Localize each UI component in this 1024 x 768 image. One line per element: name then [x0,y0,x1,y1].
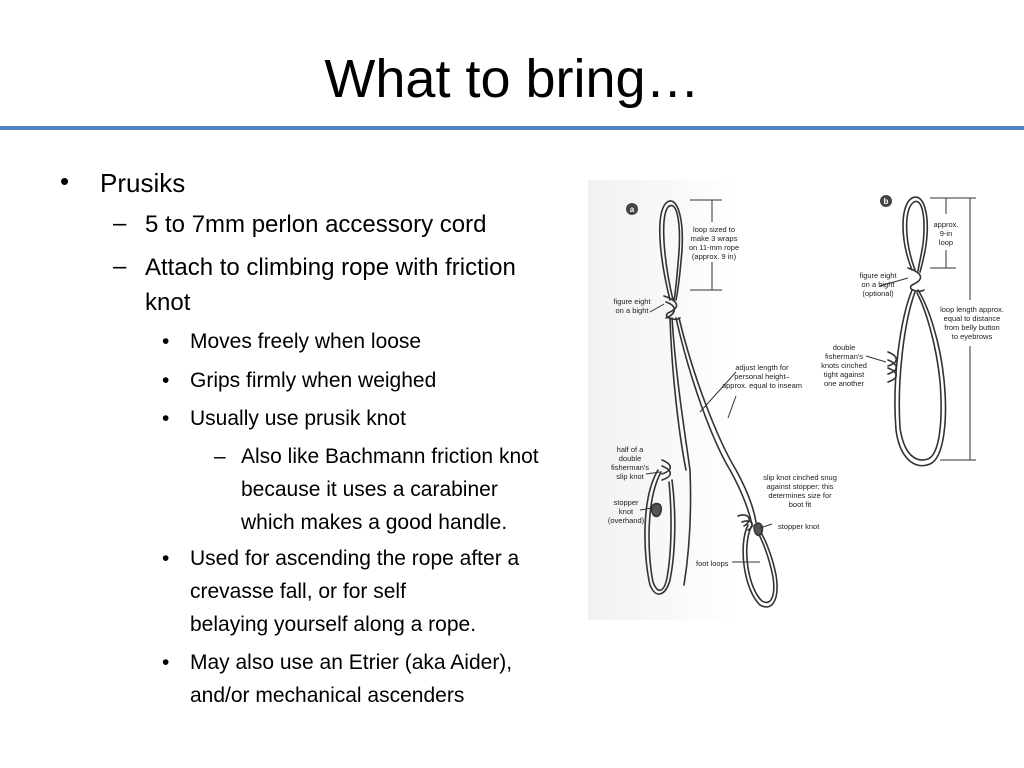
panel-a-slip-knot [661,459,672,481]
panel-a-strand-left-inner [669,317,687,471]
panel-b-label-double-4: tight against [824,370,865,379]
panel-a-label-fig8-1: figure eight [613,297,651,306]
bullet-etrier-line1: May also use an Etrier (aka Aider), [190,651,513,674]
panel-b-dimension [865,197,976,461]
panel-b-double-fisherman-knot [887,351,898,383]
diagram-panel-b [887,196,947,467]
bullet-ascend-line1: Used for ascending the rope after a [190,547,520,570]
panel-a-stopper-knot [650,502,663,518]
panel-a-label-adjust-1: adjust length for [735,363,789,372]
panel-b-label-double-5: one another [824,379,865,388]
title-divider [0,126,1024,130]
panel-a-label-half-2: double [619,454,642,463]
panel-b-label-fig8-1: figure eight [859,271,897,280]
panel-a-strand-right-inner [678,317,757,523]
bullet-marker: • [162,651,170,674]
panel-a-labels: a loop sized to make 3 wraps on 11-mm ro… [608,203,837,568]
bullet-marker: • [60,166,70,196]
panel-b-big-loop-inner [898,291,942,461]
panel-a-label-loop-sized-4: (approx. 9 in) [692,252,737,261]
panel-a-right-foot-loop [742,524,778,608]
panel-b-top-loop [902,196,929,273]
bullet-bachmann-line1: Also like Bachmann friction knot [241,445,539,468]
panel-a-label-half-1: half of a [617,445,645,454]
bullet-marker: • [162,369,170,392]
bullet-cord: 5 to 7mm perlon accessory cord [145,211,487,238]
bullet-attach-line2: knot [145,289,191,316]
bullet-marker: • [162,547,170,570]
panel-b-labels: b approx. 9-in loop figure eight on a bi… [821,195,1004,388]
panel-b-label-double-1: double [833,343,856,352]
diagram-background [588,180,1024,620]
bullet-attach-line1: Attach to climbing rope with friction [145,254,516,281]
panel-a-label-adjust-3: approx. equal to inseam [722,381,802,390]
panel-b-label-approx-2: 9-in [940,229,953,238]
panel-a-right-slip-knot [737,514,754,531]
bullet-bachmann-line3: which makes a good handle. [241,511,508,534]
panel-a-left-foot-loop-inner [648,471,672,591]
slide-title: What to bring… [324,49,700,109]
panel-a-label-fig8-2: on a bight [616,306,650,315]
dash-marker: – [113,210,127,237]
panel-b-label-length-4: to eyebrows [952,332,993,341]
bullet-marker: • [162,407,170,430]
panel-a-label-slip-1: slip knot cinched snug [763,473,837,482]
panel-a-strand-right [675,317,753,526]
panel-a-top-loop-inner [662,204,681,301]
bullet-bachmann-line2: because it uses a carabiner [241,478,498,501]
dash-marker: – [113,253,127,280]
panel-a-label-slip-2: against stopper; this [766,482,833,491]
panel-b-label-double-3: knots cinched [821,361,867,370]
prusik-diagram: a loop sized to make 3 wraps on 11-mm ro… [588,180,1024,620]
panel-b-top-loop-inner [905,200,925,272]
panel-b-label-length-2: equal to distance [944,314,1001,323]
panel-a-label-slip-3: determines size for [768,491,832,500]
panel-a-label-stopper-2: knot [619,507,634,516]
panel-a-figure-eight-knot-detail [665,301,676,319]
panel-b-label-fig8-3: (optional) [862,289,894,298]
diagram-panel-a [644,200,778,608]
panel-b-label-double-2: fisherman's [825,352,863,361]
panel-a-label-stopper-knot: stopper knot [778,522,820,531]
panel-b-marker: b [884,197,889,206]
panel-a-label-foot-loops: foot loops [696,559,729,568]
panel-a-marker-circle [626,203,638,215]
panel-a-dimension [639,199,773,563]
panel-a-label-half-4: slip knot [616,472,644,481]
panel-a-label-stopper-3: (overhand) [608,516,645,525]
panel-b-label-approx-1: approx. [933,220,958,229]
bullet-moves: Moves freely when loose [190,330,422,353]
bullet-etrier-line2: and/or mechanical ascenders [190,684,465,707]
panel-a-label-slip-4: boot fit [789,500,812,509]
panel-b-label-fig8-2: on a bight [862,280,896,289]
panel-b-label-approx-3: loop [939,238,953,247]
panel-a-label-loop-sized-2: make 3 wraps [691,234,738,243]
panel-a-label-adjust-2: personal height– [734,372,790,381]
panel-b-figure-eight-knot [907,267,925,293]
bullet-usually: Usually use prusik knot [190,407,406,430]
panel-a-label-half-3: fisherman's [611,463,649,472]
dash-marker: – [214,445,226,468]
bullet-ascend-line2: crevasse fall, or for self [190,580,406,603]
panel-a-label-loop-sized-1: loop sized to [693,225,735,234]
panel-a-label-stopper-1: stopper [613,498,639,507]
bullet-grips: Grips firmly when weighed [190,369,437,392]
panel-b-label-length-1: loop length approx. [940,305,1004,314]
panel-b-label-length-3: from belly button [944,323,999,332]
panel-a-strand-left [671,317,692,586]
bullet-prusiks: Prusiks [100,168,186,198]
panel-a-figure-eight-knot [663,295,681,321]
panel-a-top-loop [659,200,684,301]
panel-a-marker: a [630,205,635,214]
panel-a-right-foot-loop-inner [745,526,775,604]
panel-b-marker-circle [880,195,892,207]
panel-a-left-foot-loop [644,469,676,595]
panel-a-right-stopper-knot [753,522,764,537]
bullet-ascend-line3: belaying yourself along a rope. [190,613,477,636]
panel-a-label-loop-sized-3: on 11-mm rope [689,243,739,252]
bullet-marker: • [162,330,170,353]
